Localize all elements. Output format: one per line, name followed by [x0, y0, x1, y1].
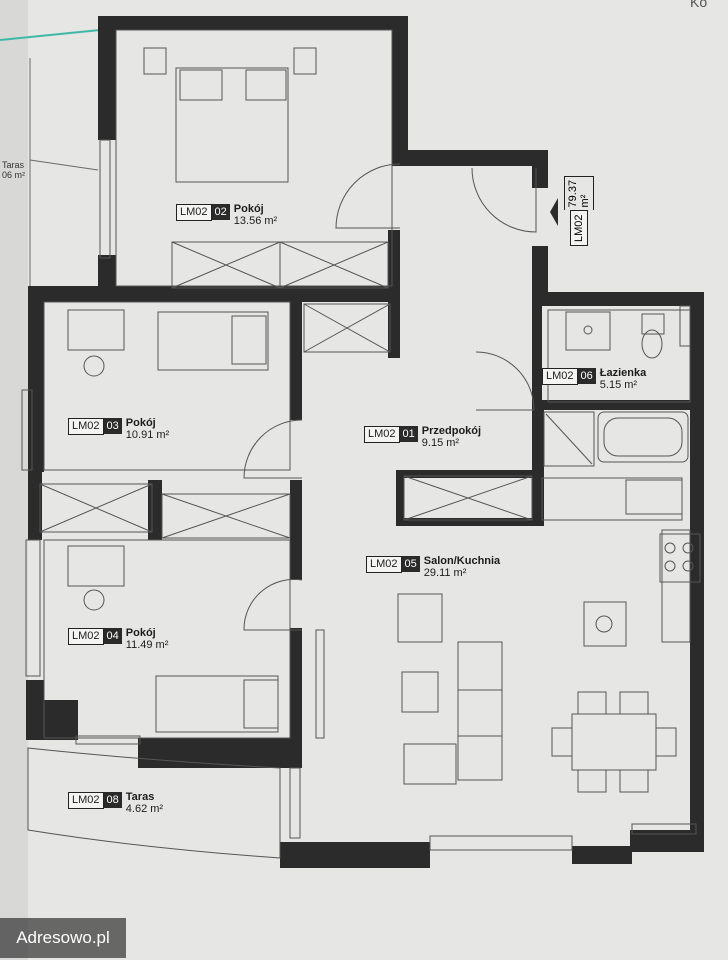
- side-balcony-label: Taras 06 m²: [2, 160, 26, 180]
- watermark[interactable]: Adresowo.pl: [0, 918, 126, 958]
- total-area-label: LM02 79.37 m²: [556, 175, 606, 246]
- entrance-arrow: [550, 198, 558, 226]
- walls: [26, 16, 704, 868]
- corner-text: Ko: [690, 0, 708, 10]
